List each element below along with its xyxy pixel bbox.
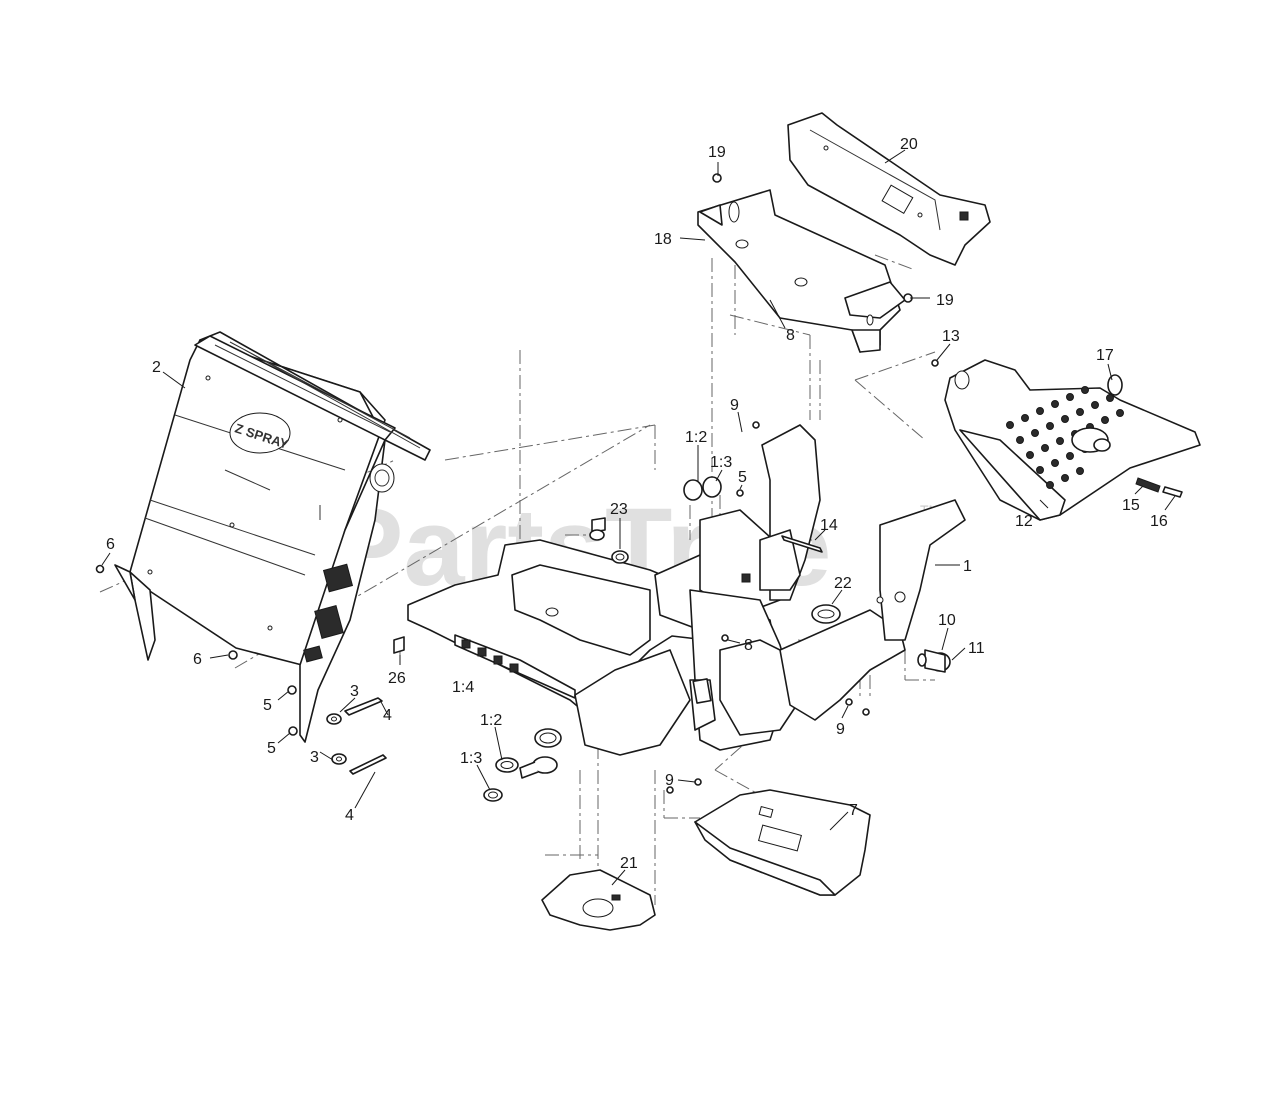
part-main-frame — [407, 421, 966, 802]
callout-5-left-lower: 5 — [267, 740, 276, 757]
part-floor-plate — [694, 789, 871, 896]
callout-1-2-upper: 1:2 — [685, 429, 707, 446]
callout-16: 16 — [1150, 513, 1168, 530]
callout-26: 26 — [388, 670, 406, 687]
callout-8-upper: 8 — [786, 327, 795, 344]
callout-8-lower: 8 — [744, 637, 753, 654]
part-seat-pan — [787, 112, 991, 266]
callout-17: 17 — [1096, 347, 1114, 364]
callout-13: 13 — [942, 328, 960, 345]
callout-18: 18 — [654, 231, 672, 248]
callout-5-upper: 5 — [738, 469, 747, 486]
callout-9-bottom: 9 — [665, 772, 674, 789]
callout-1-2-lower: 1:2 — [480, 712, 502, 729]
callout-2: 2 — [152, 359, 161, 376]
callout-20: 20 — [900, 136, 918, 153]
part-seat-bracket — [697, 173, 913, 353]
callout-4-lower: 4 — [345, 807, 354, 824]
callout-11: 11 — [968, 640, 985, 657]
callout-labels: 19 20 18 19 8 13 17 2 9 1:2 1:3 5 23 14 … — [106, 136, 1168, 872]
part-bumpers — [917, 649, 951, 673]
part-hood-panel: Z SPRAY — [114, 331, 431, 743]
callout-1-3-upper: 1:3 — [710, 454, 732, 471]
callout-12: 12 — [1015, 513, 1033, 530]
callout-6-lower: 6 — [193, 651, 202, 668]
part-footplate — [931, 359, 1201, 521]
callout-9-right: 9 — [836, 721, 845, 738]
callout-14: 14 — [820, 517, 838, 534]
callout-9-upper: 9 — [730, 397, 739, 414]
part-lower-shield — [541, 869, 656, 931]
callout-19-right: 19 — [936, 292, 954, 309]
hood-hardware — [95, 564, 405, 775]
logo-badge — [229, 412, 291, 454]
callout-6-upper: 6 — [106, 536, 115, 553]
callout-5-left-upper: 5 — [263, 697, 272, 714]
leader-lines — [101, 149, 1176, 886]
callout-19-top: 19 — [708, 144, 726, 161]
callout-7: 7 — [849, 802, 858, 819]
callout-3-upper: 3 — [350, 683, 359, 700]
callout-3-lower: 3 — [310, 749, 319, 766]
callout-22: 22 — [834, 575, 852, 592]
callout-21: 21 — [620, 855, 638, 872]
footplate-holes — [1006, 386, 1124, 489]
callout-15: 15 — [1122, 497, 1140, 514]
callout-1: 1 — [963, 558, 972, 575]
callout-1-3-lower: 1:3 — [460, 750, 482, 767]
callout-10: 10 — [938, 612, 956, 629]
callout-23: 23 — [610, 501, 628, 518]
callout-1-4: 1:4 — [452, 679, 474, 696]
callout-4-upper: 4 — [383, 707, 392, 724]
